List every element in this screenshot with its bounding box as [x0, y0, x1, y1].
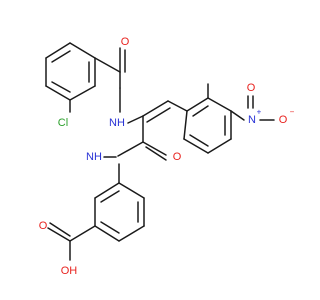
nitro-negative-charge: − — [290, 108, 295, 117]
ring-carboxyl-bond — [69, 225, 96, 242]
oxygen-atom-amide1: O — [121, 36, 130, 48]
n-c-alpha-bond — [127, 115, 144, 124]
chlorophenyl-ring — [45, 42, 96, 101]
nitrophenyl-ring — [183, 97, 232, 154]
vinyl-double-bond — [142, 100, 169, 117]
benzoic-acid-ring — [94, 182, 145, 242]
ring-carbonyl-bond — [94, 57, 121, 73]
carboxyl-c-o-double-bond — [47, 227, 71, 242]
nitro-oxygen-right: O — [279, 114, 288, 126]
carbonyl2-n-bond — [117, 141, 144, 157]
carboxyl-hydroxyl: OH — [61, 265, 78, 277]
nitro-nitrogen: N — [248, 114, 256, 126]
chemical-structure-canvas: Cl O NH N + O — [38, 36, 295, 277]
chlorine-atom: Cl — [58, 117, 68, 129]
molecule-structure: Cl O NH N + O — [39, 36, 295, 277]
oxygen-atom-amide2: O — [173, 151, 182, 163]
carbonyl2-c-o-bond — [142, 141, 167, 156]
nh-atom-amide1: NH — [109, 117, 125, 129]
nitro-oxygen-left: O — [247, 82, 256, 94]
nh-atom-amide2: NH — [86, 151, 102, 163]
nitro-positive-charge: + — [257, 108, 262, 117]
vinyl-aryl-bond — [167, 100, 188, 112]
carboxyl-oxygen: O — [39, 220, 48, 232]
